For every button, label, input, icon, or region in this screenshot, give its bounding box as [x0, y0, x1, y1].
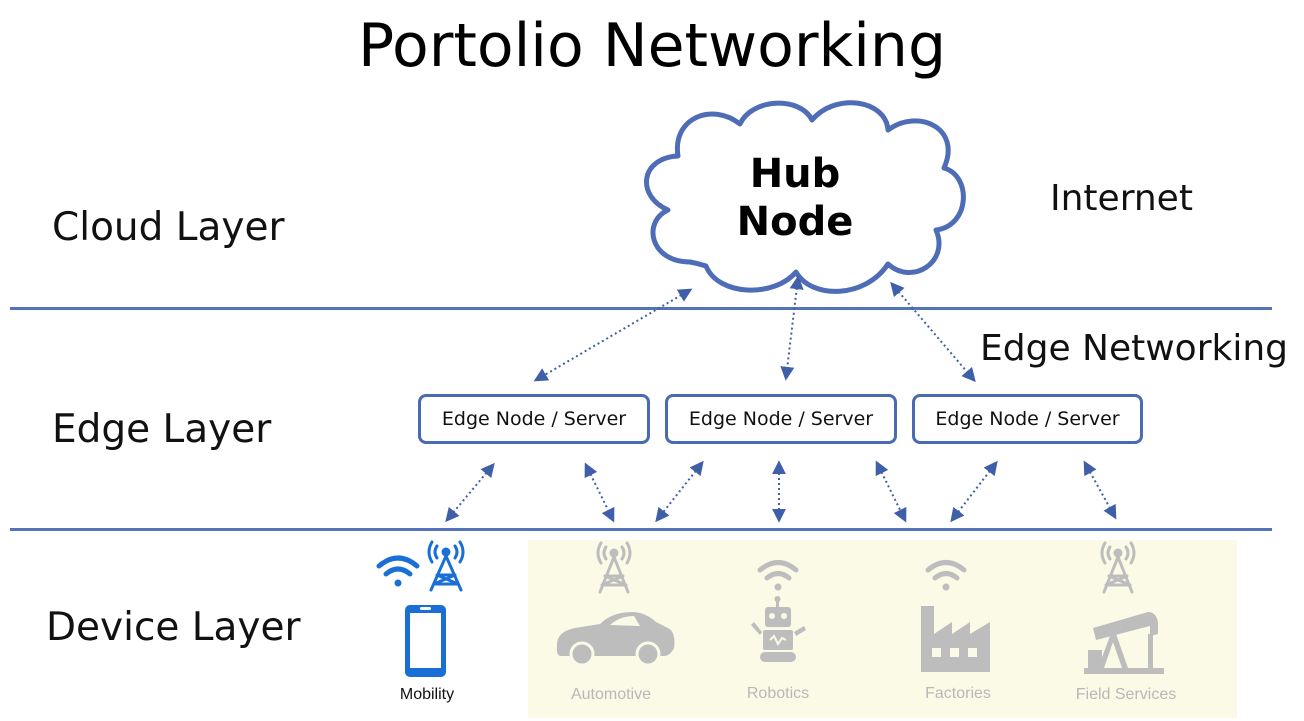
edge1-automotive-arrow — [584, 462, 615, 523]
edge-layer-label: Edge Layer — [52, 407, 272, 452]
hub-node-line2: Node — [736, 199, 854, 245]
wifi-icon — [925, 560, 967, 591]
car-icon — [556, 612, 675, 667]
wifi-icon — [757, 560, 799, 591]
device-label-field-services: Field Services — [1075, 686, 1177, 703]
cloud-shape — [644, 100, 966, 294]
device-label-mobility: Mobility — [399, 686, 455, 703]
cloud-layer-label: Cloud Layer — [52, 205, 285, 250]
device-label-automotive: Automotive — [570, 686, 652, 703]
edge1-mobility-arrow — [445, 462, 495, 523]
factory-icon — [921, 606, 990, 672]
device-label-factories: Factories — [925, 685, 991, 702]
edge2-automotive-arrow — [655, 460, 704, 523]
edge-node-2: Edge Node / Server — [665, 394, 897, 444]
cell-tower-icon — [596, 541, 632, 594]
wifi-icon — [376, 555, 420, 587]
hub-edge1-arrow — [533, 288, 693, 382]
hub-edge2-arrow — [780, 275, 804, 381]
device-layer-label: Device Layer — [46, 605, 301, 650]
diagram-title: Portolio Networking — [357, 11, 947, 81]
robot-icon — [751, 596, 806, 662]
edge-node-1: Edge Node / Server — [418, 394, 650, 444]
cell-tower-icon — [427, 540, 465, 592]
smartphone-icon — [405, 605, 446, 677]
oil-pump-icon — [1084, 612, 1164, 674]
hub-node-line1: Hub — [749, 151, 841, 197]
hub-node-label: Hub Node — [700, 150, 890, 246]
edge-networking-label: Edge Networking — [980, 328, 1289, 369]
edge3-field-arrow — [1083, 460, 1117, 520]
edge-device-divider — [10, 528, 1272, 531]
edge3-factories-arrow — [950, 460, 998, 523]
cell-tower-icon — [1100, 541, 1136, 594]
edge2-factories-arrow — [875, 460, 907, 523]
hub-edge3-arrow — [890, 281, 976, 383]
device-label-robotics: Robotics — [746, 685, 810, 702]
edge-node-3: Edge Node / Server — [912, 394, 1143, 444]
internet-label: Internet — [1050, 178, 1193, 219]
